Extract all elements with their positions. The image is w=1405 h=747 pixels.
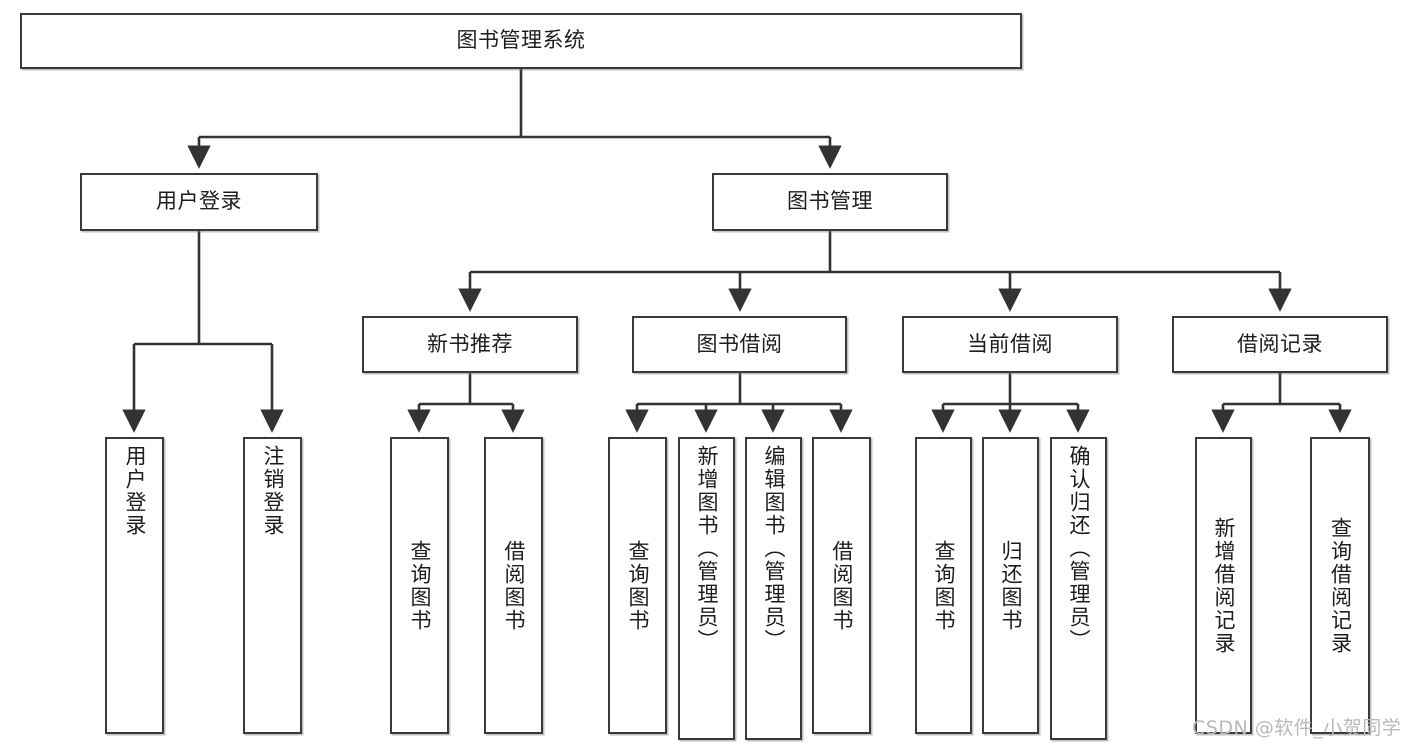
csdn-watermark: CSDN @软件_小贺同学	[1192, 717, 1402, 739]
node-leaf-user-login[interactable]: 用户登录	[105, 437, 164, 734]
node-user-login-label: 用户登录	[156, 189, 242, 214]
node-leaf-edit-book-label: 编辑图书（管理员）	[762, 445, 786, 652]
node-leaf-query-book-2[interactable]: 查询图书	[608, 437, 667, 734]
node-leaf-query-record[interactable]: 查询借阅记录	[1310, 437, 1370, 734]
node-leaf-edit-book[interactable]: 编辑图书（管理员）	[745, 437, 802, 740]
node-leaf-user-login-label: 用户登录	[123, 445, 147, 537]
node-book-borrow-label: 图书借阅	[696, 331, 783, 356]
node-leaf-borrow-book-2[interactable]: 借阅图书	[812, 437, 871, 734]
node-leaf-add-record-label: 新增借阅记录	[1212, 516, 1236, 655]
node-leaf-query-book-3[interactable]: 查询图书	[915, 437, 972, 734]
node-current-borrow[interactable]: 当前借阅	[902, 316, 1118, 373]
node-leaf-confirm-return[interactable]: 确认归还（管理员）	[1050, 437, 1107, 740]
node-leaf-query-book-2-label: 查询图书	[626, 539, 650, 632]
node-leaf-confirm-return-label: 确认归还（管理员）	[1067, 445, 1091, 652]
node-leaf-logout-label: 注销登录	[261, 445, 285, 537]
node-leaf-borrow-book-2-label: 借阅图书	[830, 539, 854, 632]
node-leaf-add-book-label: 新增图书（管理员）	[695, 445, 719, 652]
node-leaf-query-book-3-label: 查询图书	[932, 539, 956, 632]
node-leaf-return-book[interactable]: 归还图书	[982, 437, 1039, 734]
node-new-book-rec-label: 新书推荐	[427, 331, 513, 356]
node-leaf-borrow-book-1[interactable]: 借阅图书	[484, 437, 543, 734]
node-user-login[interactable]: 用户登录	[80, 173, 318, 231]
node-root[interactable]: 图书管理系统	[20, 13, 1022, 69]
node-leaf-return-book-label: 归还图书	[999, 539, 1023, 632]
node-leaf-query-record-label: 查询借阅记录	[1328, 516, 1353, 655]
node-leaf-add-book[interactable]: 新增图书（管理员）	[678, 437, 735, 740]
node-book-manage-label: 图书管理	[787, 189, 873, 214]
node-leaf-query-book-1-label: 查询图书	[408, 539, 432, 632]
node-leaf-query-book-1[interactable]: 查询图书	[390, 437, 449, 734]
node-new-book-rec[interactable]: 新书推荐	[362, 316, 578, 373]
node-book-manage[interactable]: 图书管理	[712, 173, 948, 231]
node-root-label: 图书管理系统	[456, 28, 586, 53]
node-borrow-record[interactable]: 借阅记录	[1172, 316, 1388, 373]
node-leaf-add-record[interactable]: 新增借阅记录	[1195, 437, 1252, 734]
node-current-borrow-label: 当前借阅	[967, 331, 1053, 356]
node-borrow-record-label: 借阅记录	[1237, 331, 1323, 356]
node-leaf-logout[interactable]: 注销登录	[243, 437, 302, 734]
node-leaf-borrow-book-1-label: 借阅图书	[502, 539, 526, 632]
node-book-borrow[interactable]: 图书借阅	[632, 316, 847, 373]
